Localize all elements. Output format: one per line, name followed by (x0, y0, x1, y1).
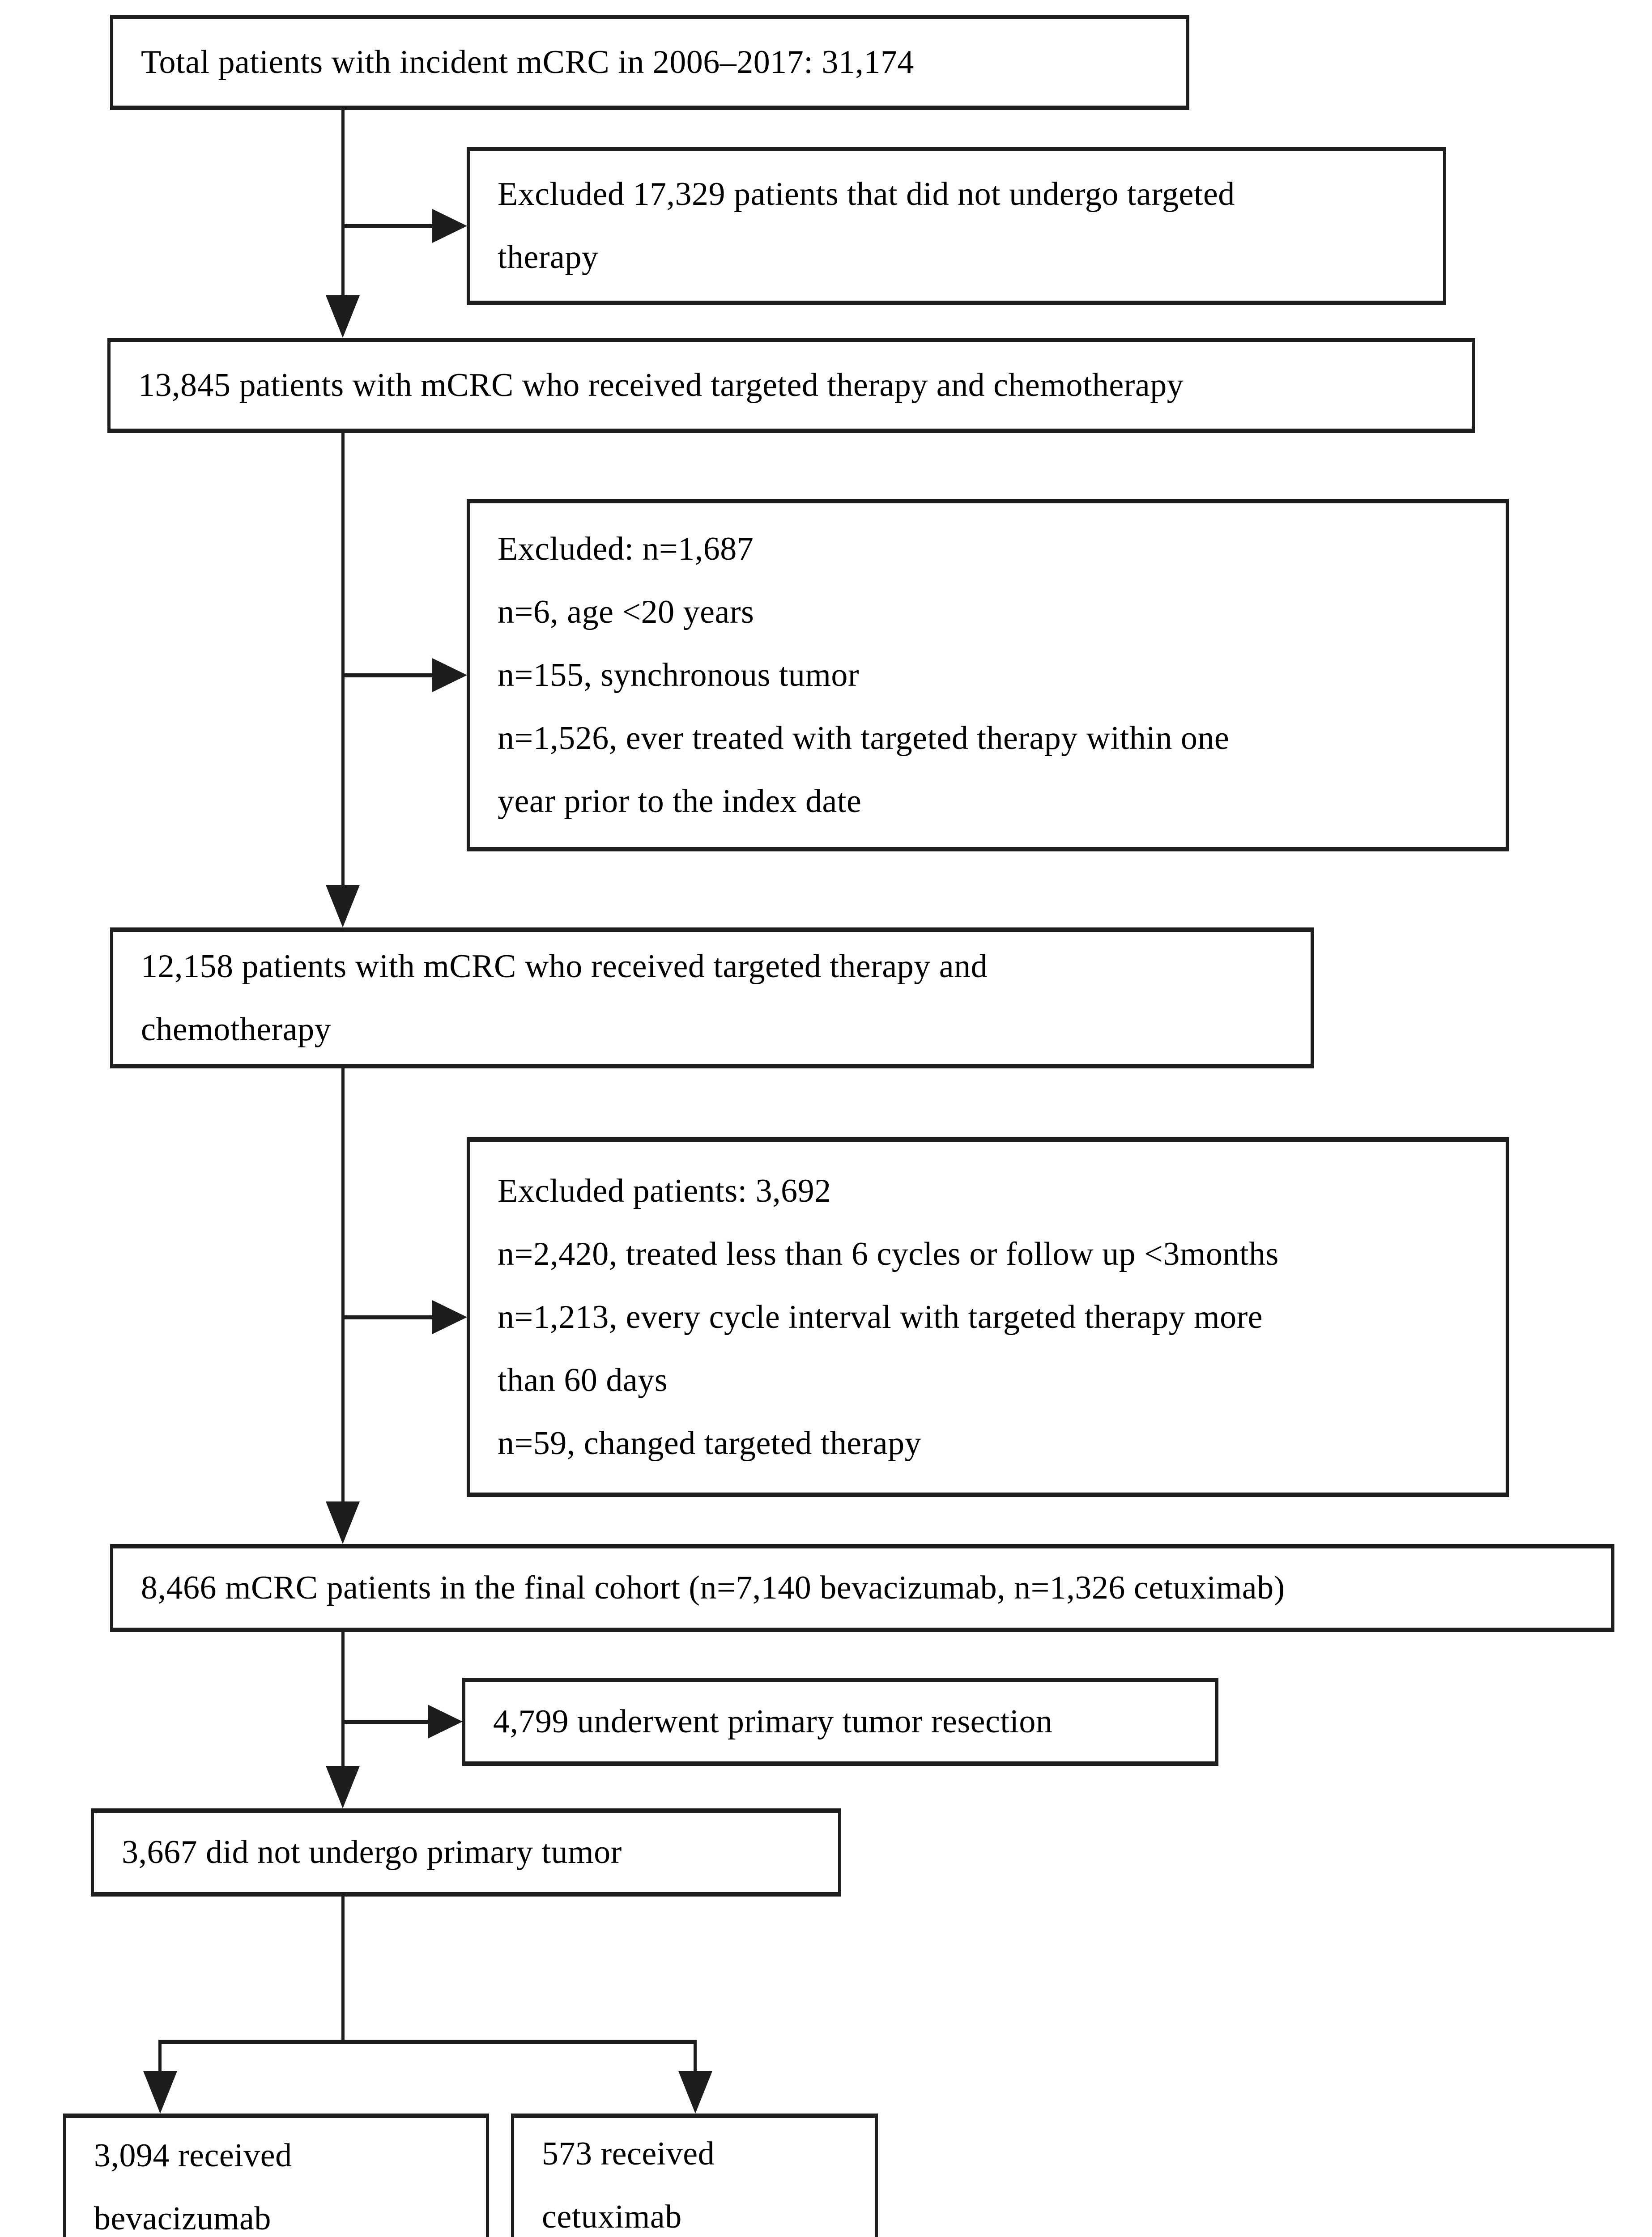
connector-branch-4 (343, 1720, 428, 1724)
arrow-down-icon (326, 1501, 360, 1544)
arrow-right-icon (432, 209, 467, 243)
arrow-right-icon (432, 658, 467, 692)
connector-vertical-4 (341, 1632, 345, 1766)
arrow-right-icon (432, 1300, 467, 1334)
box-text-line: 8,466 mCRC patients in the final cohort … (141, 1569, 1285, 1606)
flow-box-resection-4799: 4,799 underwent primary tumor resection (462, 1678, 1218, 1766)
box-text-line: bevacizumab (94, 2200, 271, 2237)
flow-box-final-cohort-8466: 8,466 mCRC patients in the final cohort … (110, 1544, 1614, 1632)
box-text-line: 12,158 patients with mCRC who received t… (141, 948, 988, 985)
box-text-line: 3,667 did not undergo primary tumor (122, 1834, 622, 1871)
box-text-line: 13,845 patients with mCRC who received t… (138, 367, 1184, 404)
connector-branch-1 (343, 224, 432, 228)
box-text-line: n=6, age <20 years (498, 593, 754, 630)
flow-box-excluded-no-targeted-therapy: Excluded 17,329 patients that did not un… (467, 147, 1446, 305)
box-text-line: year prior to the index date (498, 783, 862, 820)
flow-box-bevacizumab-3094: 3,094 received bevacizumab (63, 2114, 489, 2237)
connector-vertical-3 (341, 1068, 345, 1501)
box-text-line: Excluded 17,329 patients that did not un… (498, 176, 1235, 213)
box-text-line: Excluded patients: 3,692 (498, 1172, 831, 1209)
arrow-down-icon (326, 885, 360, 927)
box-text-line: therapy (498, 239, 599, 276)
connector-branch-3 (343, 1315, 432, 1319)
box-text-line: n=59, changed targeted therapy (498, 1425, 922, 1462)
arrow-down-icon (678, 2071, 712, 2114)
connector-branch-2 (343, 673, 432, 677)
arrow-right-icon (428, 1705, 463, 1739)
box-text-line: n=155, synchronous tumor (498, 656, 860, 693)
connector-stub-left (158, 2040, 162, 2073)
box-text-line: chemotherapy (141, 1011, 332, 1048)
flow-box-12158-targeted-chemo: 12,158 patients with mCRC who received t… (110, 927, 1314, 1068)
box-text-line: 573 received (542, 2135, 715, 2172)
box-text-line: Total patients with incident mCRC in 200… (141, 44, 914, 81)
connector-split-bar (160, 2040, 697, 2044)
box-text-line: n=1,526, ever treated with targeted ther… (498, 719, 1230, 757)
box-text-line: 4,799 underwent primary tumor resection (493, 1703, 1053, 1740)
flow-box-no-resection-3667: 3,667 did not undergo primary tumor (91, 1808, 841, 1897)
connector-vertical-2 (341, 433, 345, 885)
box-text-line: 3,094 received (94, 2137, 292, 2174)
flow-box-excluded-3692-criteria: Excluded patients: 3,692 n=2,420, treate… (467, 1137, 1509, 1497)
flow-box-total-patients: Total patients with incident mCRC in 200… (110, 15, 1189, 110)
arrow-down-icon (326, 1766, 360, 1808)
flow-box-excluded-1687-criteria: Excluded: n=1,687 n=6, age <20 years n=1… (467, 499, 1509, 851)
connector-stub-right (694, 2040, 697, 2073)
box-text-line: n=1,213, every cycle interval with targe… (498, 1298, 1263, 1335)
flow-box-13845-targeted-chemo: 13,845 patients with mCRC who received t… (107, 338, 1475, 433)
box-text-line: Excluded: n=1,687 (498, 530, 754, 567)
arrow-down-icon (326, 295, 360, 338)
box-text-line: n=2,420, treated less than 6 cycles or f… (498, 1235, 1279, 1272)
box-text-line: cetuximab (542, 2199, 682, 2235)
flow-box-cetuximab-573: 573 received cetuximab (511, 2114, 878, 2237)
connector-vertical-1 (341, 110, 345, 300)
connector-vertical-5 (341, 1897, 345, 2044)
box-text-line: than 60 days (498, 1361, 668, 1399)
arrow-down-icon (143, 2071, 177, 2114)
